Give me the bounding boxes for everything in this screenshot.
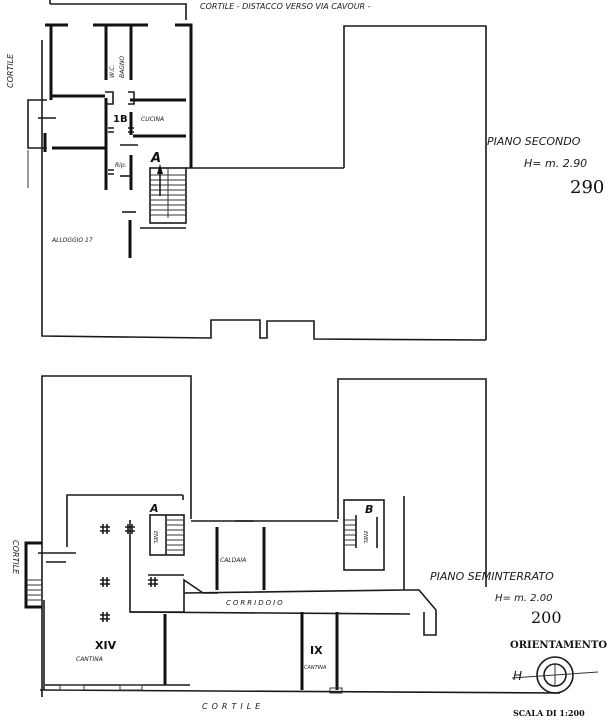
enel-a-label: ENEL [152,531,158,544]
alloggio-label: ALLOGGIO 17 [51,237,93,244]
upper-plan-title: PIANO SECONDO [487,135,581,148]
legend: ORIENTAMENTO H SCALA DI 1:200 [510,640,607,718]
north-mark-label: H [513,669,522,683]
orientation-title: ORIENTAMENTO [510,640,607,651]
upper-height-number: 290 [570,177,604,198]
upper-cortile-label: CORTILE [6,53,15,88]
stair-a-label: A [150,151,161,166]
scale-label: SCALA DI 1:200 [513,708,585,718]
lower-cortile-side-label: CORTILE [11,540,20,575]
caldaia-label: CALDAIA [220,557,246,564]
cantina-ix-number: IX [310,644,323,657]
cantina-xiv-number: XIV [95,639,117,652]
column-marks [100,524,158,622]
cucina-label: CUCINA [141,116,164,123]
lower-cortile-bottom-label: CORTILE [202,702,264,711]
stair-b-label: B [365,503,373,516]
lower-plan-title: PIANO SEMINTERRATO [430,570,554,583]
lower-height-label: H= m. 2.00 [495,593,552,604]
stair-a-lower-label: A [149,502,159,515]
upper-height-label: H= m. 2.90 [524,157,587,170]
bagno-label: BAGNO [119,56,126,78]
cantina-xiv-label: CANTINA [76,656,103,663]
corridoio-label: CORRIDOIO [226,599,285,607]
enel-b-label: ENEL [362,531,368,544]
upper-plan: CORTILE - DISTACCO VERSO VIA CAVOUR - CO… [6,0,604,341]
north-compass-icon [511,656,599,694]
top-note-label: CORTILE - DISTACCO VERSO VIA CAVOUR - [200,2,371,11]
cantina-ix-label: CANTINA [304,665,327,671]
rip-label: Rip. [115,162,127,169]
wc-label: W.C. [109,64,116,78]
unit-code-label: 1B [113,114,128,125]
lower-height-number: 200 [531,608,562,627]
lower-plan: CORTILE A B ENEL ENEL CALDAIA CORRIDOIO … [11,375,562,711]
